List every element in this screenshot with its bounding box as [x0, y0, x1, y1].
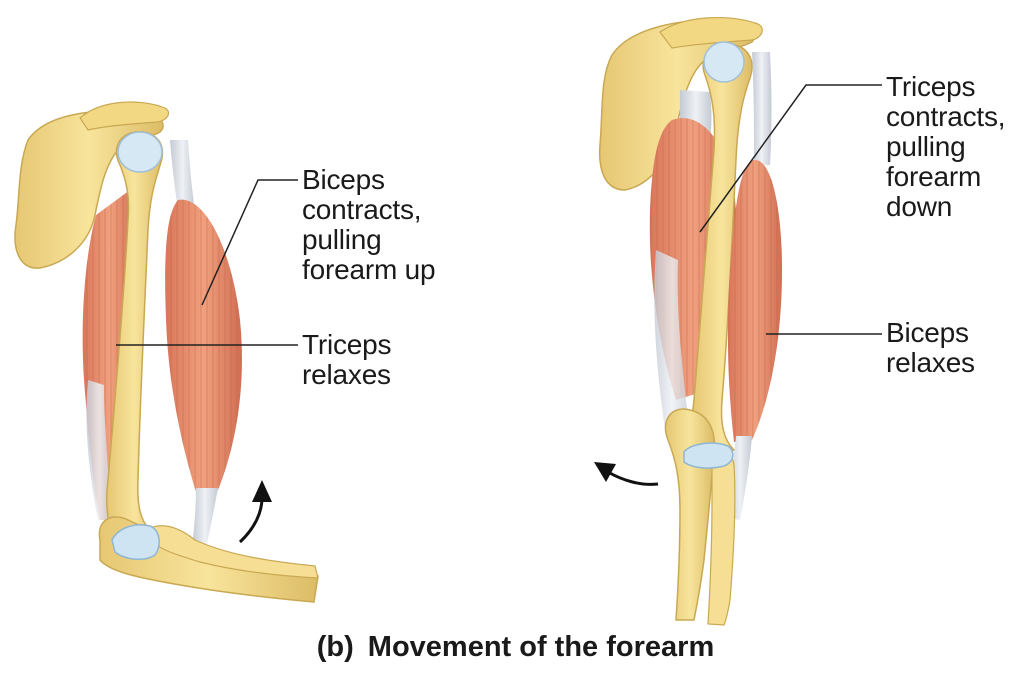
label-line: Triceps [302, 330, 391, 360]
caption-letter: (b) [317, 631, 354, 663]
label-line: down [886, 192, 1005, 222]
left-biceps-tendon-top [170, 140, 195, 210]
label-line: Biceps [886, 318, 975, 348]
left-arrowhead [252, 480, 272, 502]
label-line: contracts, [302, 195, 435, 225]
label-line: contracts, [886, 102, 1005, 132]
label-line: Triceps [886, 72, 1005, 102]
left-biceps-label: Biceps contracts, pulling forearm up [302, 165, 435, 285]
label-line: forearm [886, 162, 1005, 192]
caption-text: Movement of the forearm [368, 631, 714, 663]
left-shoulder-joint [118, 132, 162, 172]
left-motion-arrow [240, 498, 262, 542]
left-triceps-label: Triceps relaxes [302, 330, 391, 390]
label-line: relaxes [886, 348, 975, 378]
right-elbow-joint [684, 443, 733, 468]
right-motion-arrow [608, 472, 658, 484]
label-line: pulling [886, 132, 1005, 162]
label-line: relaxes [302, 360, 391, 390]
label-line: forearm up [302, 255, 435, 285]
right-triceps-label: Triceps contracts, pulling forearm down [886, 72, 1005, 222]
label-line: pulling [302, 225, 435, 255]
figure-caption: (b) Movement of the forearm [0, 630, 1031, 664]
right-radius [708, 448, 735, 625]
left-arm [15, 102, 318, 602]
left-biceps-tendon-bottom [192, 488, 218, 548]
right-biceps-label: Biceps relaxes [886, 318, 975, 378]
right-shoulder-joint [704, 42, 744, 82]
label-line: Biceps [302, 165, 435, 195]
right-arrowhead [594, 462, 616, 482]
right-arm [594, 18, 782, 625]
right-biceps-tendon-top [752, 52, 772, 165]
right-ulna [665, 409, 714, 620]
